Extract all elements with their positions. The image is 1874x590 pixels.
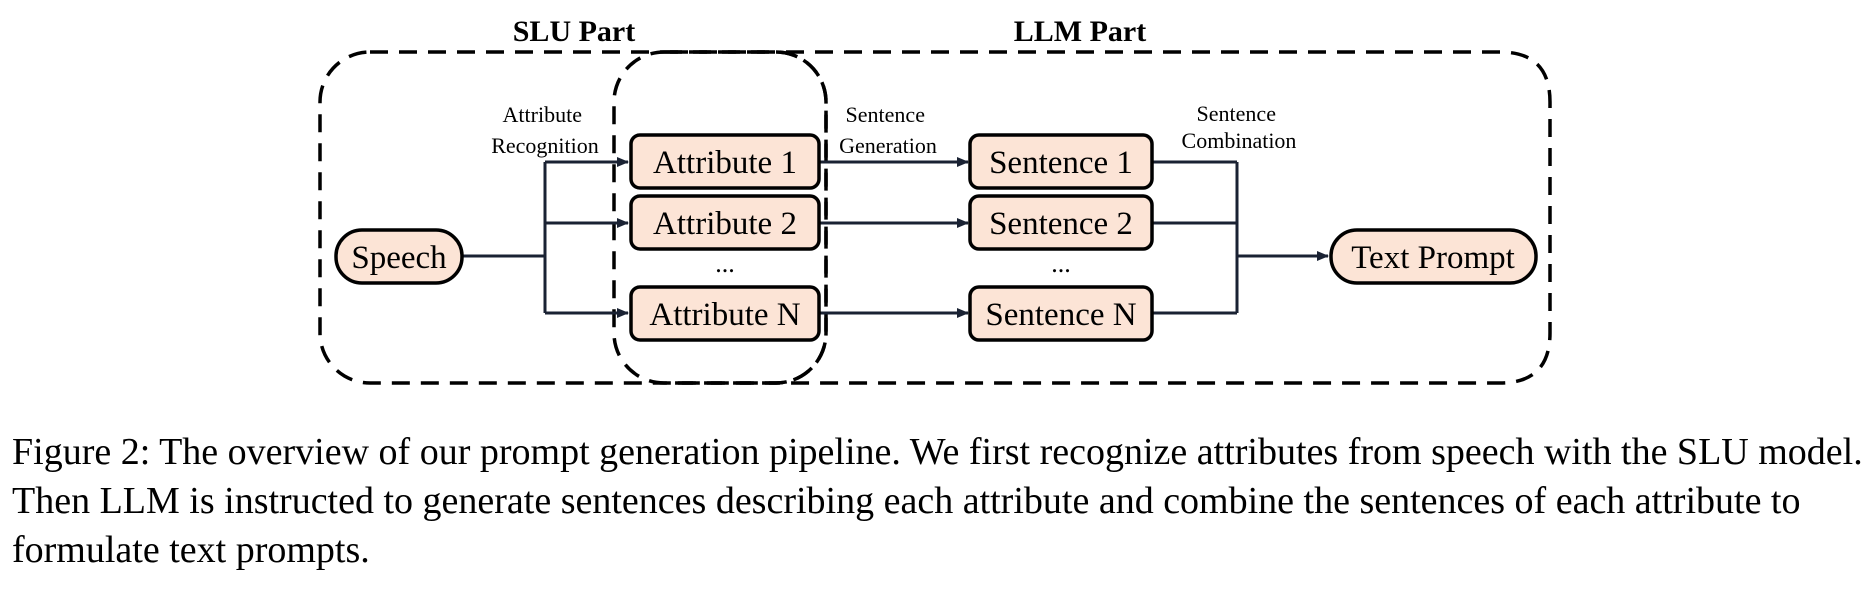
sentence-generation-label: Sentence Generation	[839, 102, 937, 158]
text-prompt-box	[1329, 228, 1538, 285]
attribute-1-box	[629, 133, 821, 190]
attribute-recognition-line-1: Attribute	[503, 102, 582, 127]
sentence-combination-line-2: Combination	[1182, 128, 1297, 153]
sentence-combination-label: Sentence Combination	[1182, 101, 1297, 153]
slu-part-region	[318, 50, 828, 385]
text-prompt-label: Text Prompt	[1351, 240, 1515, 276]
speech-node-box	[334, 228, 464, 285]
speech-node-label: Speech	[351, 240, 447, 276]
sentence-2-label: Sentence 2	[989, 206, 1133, 242]
sentence-1-label: Sentence 1	[989, 145, 1133, 181]
llm-part-region	[670, 50, 1552, 385]
attribute-2-box	[629, 194, 821, 251]
connectors	[462, 157, 1329, 318]
attribute-n-box	[629, 285, 821, 342]
pipeline-diagram: SLU Part LLM Part Attribute Recognition …	[318, 15, 1552, 385]
sentence-2-node: Sentence 2	[968, 194, 1154, 251]
sentence-1-node: Sentence 1	[968, 133, 1154, 190]
attribute-n-node: Attribute N	[629, 285, 821, 342]
sentence-1-box	[968, 133, 1154, 190]
figure-caption: Figure 2: The overview of our prompt gen…	[12, 431, 1863, 571]
attribute-2-label: Attribute 2	[653, 206, 797, 242]
sentence-n-box	[968, 285, 1154, 342]
attribute-1-label: Attribute 1	[653, 145, 797, 181]
sentence-generation-line-2: Generation	[839, 133, 937, 158]
attribute-ellipsis: ...	[715, 249, 735, 278]
sentence-n-node: Sentence N	[968, 285, 1154, 342]
slu-llm-overlap-region	[612, 50, 828, 385]
attribute-n-label: Attribute N	[649, 297, 800, 333]
speech-node: Speech	[334, 228, 464, 285]
llm-part-title: LLM Part	[1014, 15, 1146, 48]
sentence-n-label: Sentence N	[985, 297, 1136, 333]
attribute-2-node: Attribute 2	[629, 194, 821, 251]
sentence-2-box	[968, 194, 1154, 251]
attribute-recognition-line-2: Recognition	[491, 133, 599, 158]
attribute-recognition-label: Attribute Recognition	[491, 102, 599, 158]
sentence-generation-line-1: Sentence	[846, 102, 925, 127]
text-prompt-node: Text Prompt	[1329, 228, 1538, 285]
attribute-1-node: Attribute 1	[629, 133, 821, 190]
sentence-ellipsis: ...	[1051, 249, 1071, 278]
sentence-combination-line-1: Sentence	[1197, 101, 1276, 126]
slu-part-title: SLU Part	[513, 15, 636, 48]
